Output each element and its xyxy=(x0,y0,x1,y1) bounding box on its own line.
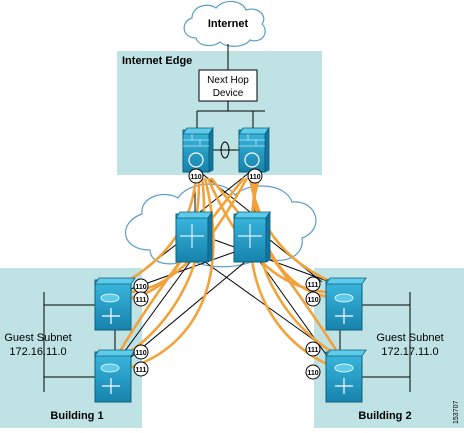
svg-text:110: 110 xyxy=(135,350,146,357)
core-switch-right xyxy=(233,210,271,263)
building1-switch-upper xyxy=(94,277,136,331)
building1-switch-lower xyxy=(94,349,136,403)
svg-text:110: 110 xyxy=(307,297,318,304)
tag-fw-left: 110 xyxy=(188,168,204,184)
tag-b2-sw2-lower: 110 xyxy=(305,364,321,380)
next-hop-label-1: Next Hop xyxy=(207,75,249,86)
tag-b2-sw1-lower: 110 xyxy=(305,291,321,307)
internet-label: Internet xyxy=(208,18,249,30)
building2-label: Building 2 xyxy=(358,410,411,422)
svg-text:110: 110 xyxy=(307,370,318,377)
svg-text:111: 111 xyxy=(308,347,319,354)
svg-text:110: 110 xyxy=(190,174,201,181)
tag-b1-sw1-upper: 110 xyxy=(133,278,149,294)
internet-cloud xyxy=(183,0,266,47)
tag-b1-sw2-upper: 110 xyxy=(133,344,149,360)
next-hop-device xyxy=(198,69,258,102)
svg-text:110: 110 xyxy=(249,174,260,181)
guest-subnet-left-label-2: 172.16.11.0 xyxy=(9,346,66,358)
svg-text:111: 111 xyxy=(136,367,147,374)
svg-text:110: 110 xyxy=(135,284,146,291)
guest-subnet-left-label-1: Guest Subnet xyxy=(4,332,71,344)
firewall-right xyxy=(238,126,270,173)
building2-switch-upper xyxy=(325,277,367,331)
core-switch-left xyxy=(175,210,213,263)
tag-b2-sw1-upper: 111 xyxy=(305,276,321,292)
tag-b1-sw1-lower: 111 xyxy=(133,291,149,307)
tag-fw-right: 110 xyxy=(247,168,263,184)
tag-b2-sw2-upper: 111 xyxy=(305,341,321,357)
firewall-left xyxy=(182,126,214,173)
tag-b1-sw2-lower: 111 xyxy=(133,361,149,377)
figure-id: 153707 xyxy=(453,401,460,424)
svg-text:111: 111 xyxy=(136,297,147,304)
internet-edge-label: Internet Edge xyxy=(122,55,192,67)
svg-text:111: 111 xyxy=(308,282,319,289)
building1-label: Building 1 xyxy=(50,410,103,422)
next-hop-label-2: Device xyxy=(213,88,244,99)
guest-subnet-right-label-1: Guest Subnet xyxy=(376,332,443,344)
failover-link xyxy=(220,141,230,159)
building2-switch-lower xyxy=(325,349,367,403)
guest-subnet-right-label-2: 172.17.11.0 xyxy=(381,346,438,358)
